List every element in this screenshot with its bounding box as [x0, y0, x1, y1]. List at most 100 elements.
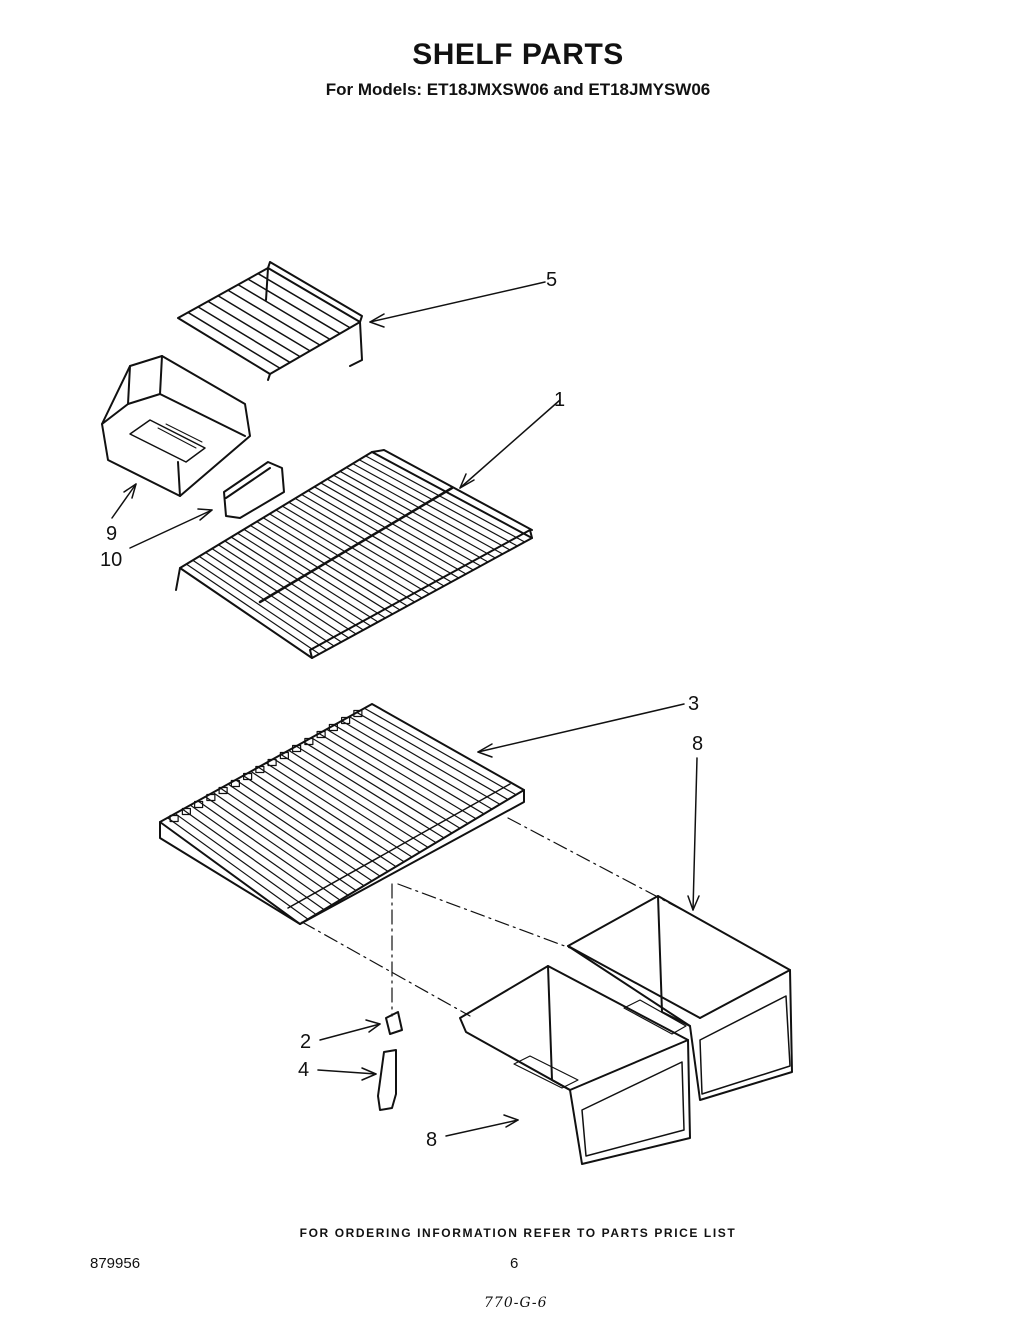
shelf-wire	[189, 804, 333, 906]
shelf-wire	[257, 766, 405, 863]
leader-lines	[111, 281, 700, 1137]
axle-part	[377, 1049, 397, 1111]
shelf-wire	[325, 728, 477, 820]
shelf-frame-slot	[316, 730, 326, 739]
shelf-wire	[205, 551, 342, 643]
shelf-wire	[211, 548, 350, 639]
shelf-wire	[288, 501, 438, 591]
shelf-wire	[187, 311, 281, 369]
shelf-wire	[348, 716, 501, 805]
shelf-wire	[207, 300, 301, 358]
shelf-wire	[272, 758, 421, 853]
shelf-frame-slot	[181, 807, 191, 816]
roller-part	[385, 1011, 403, 1035]
shelf-frame-slot	[353, 709, 363, 718]
shelf-wire	[243, 528, 386, 619]
shelf-wire	[356, 711, 509, 801]
shelf-wire	[262, 517, 408, 607]
shelf-wire	[249, 524, 394, 615]
shelf-wire	[227, 289, 321, 346]
document-number: 879956	[90, 1255, 141, 1272]
shelf-wire	[365, 455, 526, 543]
shelf-wire	[192, 559, 328, 651]
shelf-wire	[237, 532, 379, 623]
shelf-frame-slot	[255, 765, 265, 774]
shelf-wire	[275, 509, 423, 599]
shelf-wire	[318, 732, 469, 825]
handwritten-note: 770-G-6	[484, 1295, 548, 1311]
shelf-wire	[235, 779, 381, 877]
shelf-wire	[217, 295, 311, 352]
shelf-wire	[250, 770, 397, 868]
callout-9: 9	[106, 523, 117, 545]
shelf-frame-slot	[279, 751, 289, 760]
shelf-wire	[358, 459, 518, 547]
shelf-frame-slot	[194, 800, 204, 809]
shelf-frame-slot	[218, 786, 228, 795]
shelf-wire	[257, 272, 351, 329]
shelf-wire	[242, 775, 389, 872]
shelf-frame-slot	[243, 772, 253, 781]
shelf-wire	[237, 283, 331, 341]
shelf-wire	[363, 707, 517, 796]
shelf-wire	[341, 720, 493, 810]
shelf-wire	[307, 490, 460, 579]
wire-shelf-large	[175, 449, 533, 659]
shelf-wire	[294, 497, 445, 587]
shelf-wire	[185, 563, 320, 655]
shelf-wire	[281, 505, 430, 595]
shelf-wire	[352, 463, 511, 551]
callout-3: 3	[688, 693, 699, 715]
shelf-wire	[217, 544, 357, 635]
callout-8-bottom: 8	[426, 1129, 437, 1151]
storage-bin	[101, 355, 251, 497]
shelf-wire	[224, 540, 364, 631]
shelf-wire	[230, 536, 372, 627]
wire-shelf-small	[177, 261, 363, 381]
callout-2: 2	[300, 1031, 311, 1053]
shelf-wire	[339, 470, 496, 559]
models-subtitle: For Models: ET18JMXSW06 and ET18JMYSW06	[325, 80, 711, 99]
shelf-frame-slot	[304, 737, 314, 746]
crisper-drawer-left	[459, 965, 691, 1165]
callout-5: 5	[546, 269, 557, 291]
shelf-wire	[301, 493, 452, 583]
shelf-wire	[247, 278, 341, 335]
shelf-frame-slot	[230, 779, 240, 788]
shelf-wire	[265, 762, 413, 858]
shelf-wire	[269, 513, 416, 603]
callout-1: 1	[554, 389, 565, 411]
crisper-cover-shelf	[159, 703, 525, 925]
shelf-frame-slot	[267, 758, 277, 767]
crisper-drawer-right	[567, 895, 793, 1101]
shelf-wire	[345, 466, 504, 555]
shelf-wire	[320, 482, 474, 571]
shelf-wire	[166, 817, 309, 920]
shelf-wire	[326, 478, 482, 567]
bin-clip	[223, 461, 285, 519]
shelf-wire	[197, 306, 291, 364]
shelf-wire	[295, 745, 445, 839]
shelf-wire	[219, 787, 365, 887]
shelf-wire	[280, 753, 429, 849]
callout-10: 10	[100, 549, 122, 571]
callout-4: 4	[298, 1059, 309, 1081]
shelf-wire	[197, 800, 341, 901]
shelf-wire	[198, 555, 335, 647]
shelf-wire	[310, 737, 461, 829]
shelf-frame-slot	[169, 814, 179, 823]
ordering-note: FOR ORDERING INFORMATION REFER TO PARTS …	[299, 1226, 737, 1240]
shelf-wire	[174, 812, 317, 916]
shelf-wire	[333, 474, 489, 563]
shelf-wire	[288, 749, 437, 844]
shelf-wire	[227, 783, 373, 882]
shelf-wire	[333, 724, 485, 815]
shelf-frame-slot	[206, 793, 216, 802]
shelf-wire	[212, 791, 357, 892]
shelf-frame-slot	[292, 744, 302, 753]
shelf-frame-slot	[328, 723, 338, 732]
page-number: 6	[510, 1255, 519, 1272]
alignment-lines	[301, 817, 691, 1017]
shelf-wire	[303, 741, 453, 834]
